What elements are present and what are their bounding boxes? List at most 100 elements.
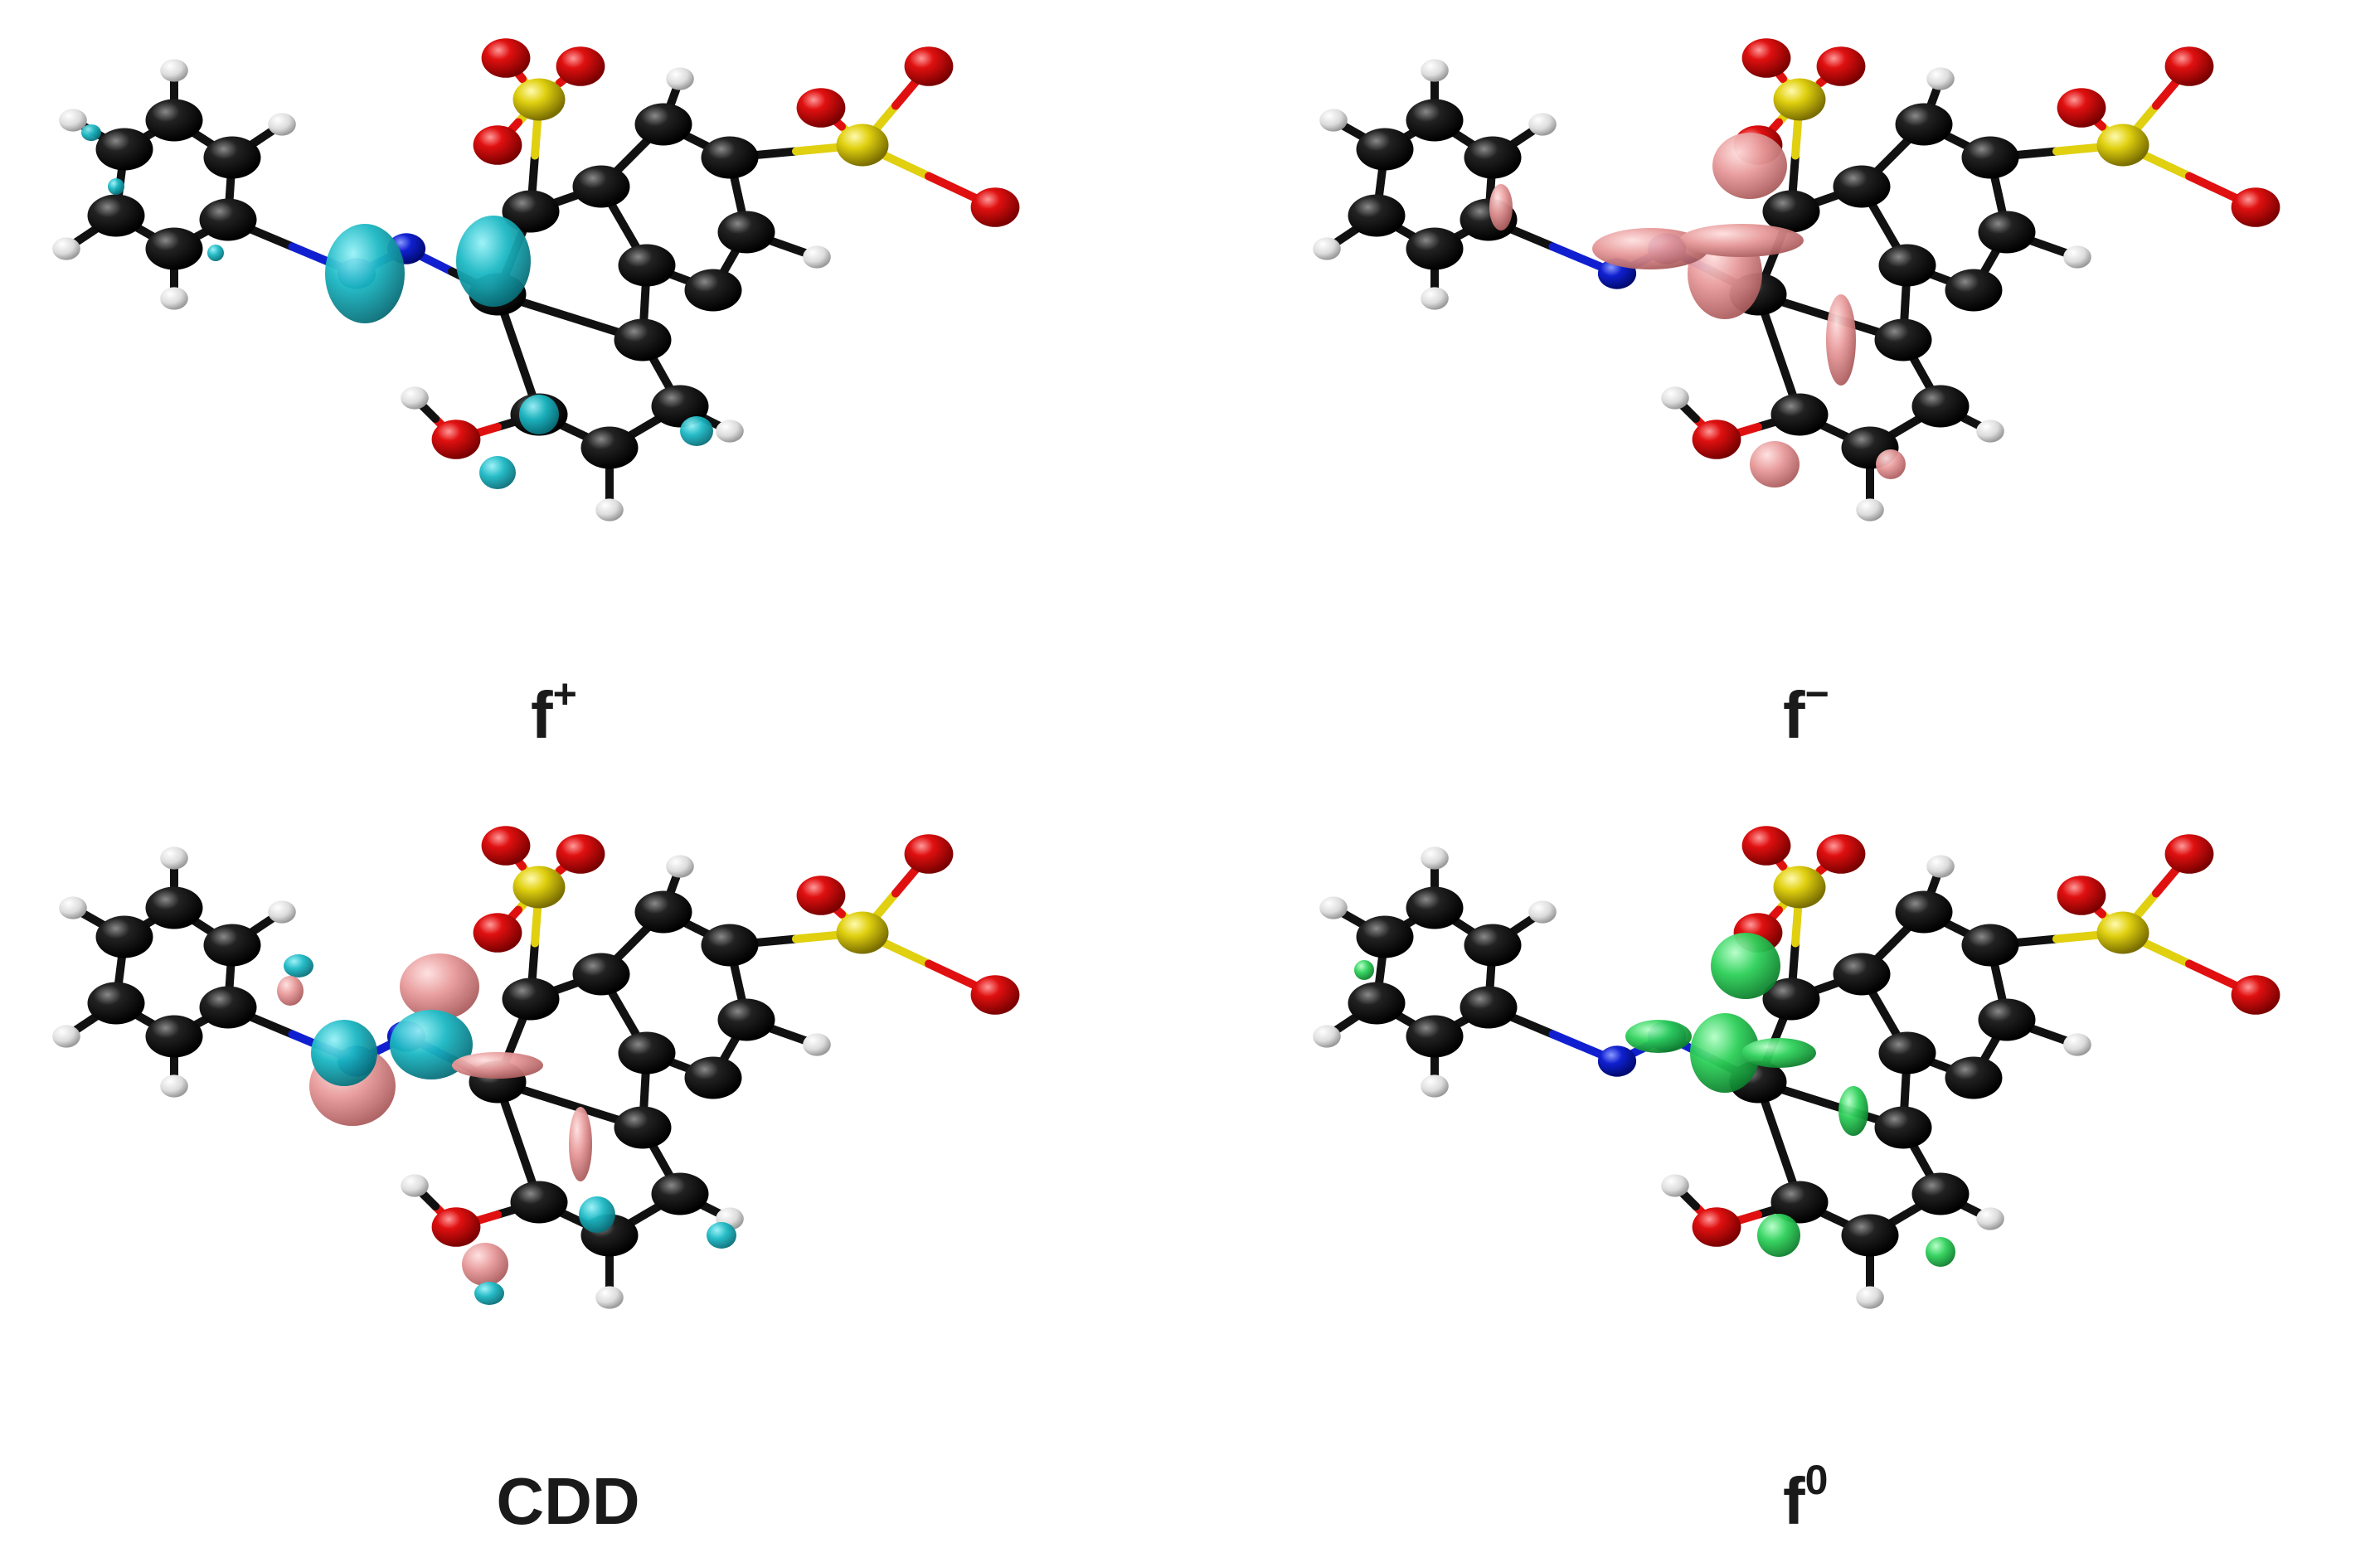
atom-c bbox=[1770, 1181, 1829, 1224]
atom-c bbox=[1911, 385, 1970, 428]
atom-h bbox=[666, 67, 694, 90]
atom-o bbox=[904, 46, 954, 86]
atom-c bbox=[1878, 1031, 1936, 1074]
atom-o bbox=[1741, 826, 1791, 866]
atom-c bbox=[145, 99, 203, 142]
label-cdd-base: CDD bbox=[496, 1464, 639, 1538]
atom-c bbox=[1460, 986, 1518, 1029]
atom-c bbox=[1348, 194, 1406, 237]
isosurface-lobe bbox=[456, 216, 531, 307]
atom-c bbox=[618, 1031, 676, 1074]
atom-c bbox=[701, 924, 759, 967]
atom-c bbox=[1406, 227, 1464, 270]
atom-o bbox=[431, 420, 481, 459]
atom-h bbox=[1528, 113, 1557, 136]
atom-c bbox=[87, 194, 145, 237]
atom-h bbox=[1421, 846, 1449, 870]
atom-h bbox=[1926, 855, 1955, 878]
atom-c bbox=[580, 426, 639, 469]
atoms bbox=[52, 38, 1020, 521]
atom-c bbox=[1406, 886, 1464, 929]
atom-c bbox=[1978, 211, 2036, 254]
atom-h bbox=[1661, 386, 1689, 410]
isosurface-lobe bbox=[1757, 1214, 1800, 1257]
atom-c bbox=[199, 198, 257, 241]
atom-h bbox=[1661, 1174, 1689, 1197]
atom-c bbox=[145, 886, 203, 929]
atom-c bbox=[701, 136, 759, 179]
atom-s bbox=[1773, 78, 1826, 121]
isosurface-lobe bbox=[277, 976, 304, 1006]
atom-c bbox=[145, 1015, 203, 1058]
atom-c bbox=[1348, 982, 1406, 1025]
isosurface-lobes bbox=[81, 124, 713, 489]
atom-h bbox=[401, 1174, 429, 1197]
atom-s bbox=[836, 911, 889, 954]
isosurface-lobe bbox=[569, 1107, 592, 1181]
label-f-minus-base: f bbox=[1783, 678, 1805, 752]
atom-o bbox=[481, 38, 531, 78]
atom-h bbox=[1528, 900, 1557, 924]
atom-c bbox=[1978, 998, 2036, 1041]
label-f-zero-sup: 0 bbox=[1805, 1457, 1829, 1503]
label-f-plus-sup: + bbox=[553, 671, 577, 717]
atom-c bbox=[1833, 165, 1891, 208]
atom-o bbox=[1692, 1207, 1741, 1247]
atom-s bbox=[836, 124, 889, 167]
atom-s bbox=[1773, 866, 1826, 909]
atom-c bbox=[1895, 890, 1953, 934]
isosurface-lobe bbox=[462, 1243, 508, 1286]
isosurface-lobe bbox=[311, 1020, 377, 1086]
atom-h bbox=[1319, 896, 1348, 919]
atom-h bbox=[268, 113, 296, 136]
atom-h bbox=[59, 896, 87, 919]
atom-c bbox=[502, 190, 560, 233]
atom-h bbox=[1421, 287, 1449, 310]
atom-c bbox=[1770, 393, 1829, 436]
atom-c bbox=[87, 982, 145, 1025]
atom-s bbox=[2096, 124, 2149, 167]
isosurface-lobe bbox=[1926, 1237, 1955, 1267]
isosurface-lobe bbox=[1711, 933, 1780, 999]
atom-s bbox=[512, 78, 566, 121]
isosurface-lobe bbox=[284, 954, 313, 977]
atom-h bbox=[59, 109, 87, 132]
atom-c bbox=[717, 998, 775, 1041]
isosurface-lobe bbox=[207, 245, 224, 261]
isosurface-lobe bbox=[452, 1052, 543, 1079]
atom-h bbox=[1976, 1207, 2004, 1230]
atom-h bbox=[52, 1025, 80, 1048]
atoms bbox=[52, 826, 1020, 1309]
atom-c bbox=[634, 890, 692, 934]
atom-c bbox=[684, 269, 742, 312]
atom-h bbox=[716, 420, 744, 443]
atom-o bbox=[481, 826, 531, 866]
atom-o bbox=[431, 1207, 481, 1247]
atom-o bbox=[1741, 38, 1791, 78]
atom-o bbox=[2164, 834, 2214, 874]
isosurface-lobe bbox=[1750, 441, 1800, 488]
atom-c bbox=[95, 128, 153, 171]
label-f-minus: f− bbox=[1783, 671, 1829, 752]
atom-o bbox=[904, 834, 954, 874]
atom-h bbox=[1421, 1074, 1449, 1098]
atoms bbox=[1313, 826, 2280, 1309]
isosurface-lobe bbox=[325, 224, 405, 323]
panel-cdd bbox=[52, 826, 1020, 1309]
isosurface-lobe bbox=[1592, 228, 1708, 269]
atom-c bbox=[95, 915, 153, 958]
atom-c bbox=[510, 1181, 568, 1224]
isosurface-lobe bbox=[1838, 1086, 1868, 1136]
isosurface-lobe bbox=[479, 456, 516, 489]
isosurface-lobe bbox=[680, 416, 713, 446]
isosurface-lobe bbox=[108, 178, 124, 195]
isosurface-lobe bbox=[1826, 294, 1856, 386]
atom-h bbox=[2063, 1033, 2091, 1056]
atom-c bbox=[1762, 977, 1820, 1021]
isosurface-lobe bbox=[707, 1222, 736, 1249]
atom-c bbox=[1874, 318, 1932, 361]
atom-c bbox=[1874, 1106, 1932, 1149]
atom-o bbox=[2231, 187, 2280, 227]
atom-c bbox=[145, 227, 203, 270]
